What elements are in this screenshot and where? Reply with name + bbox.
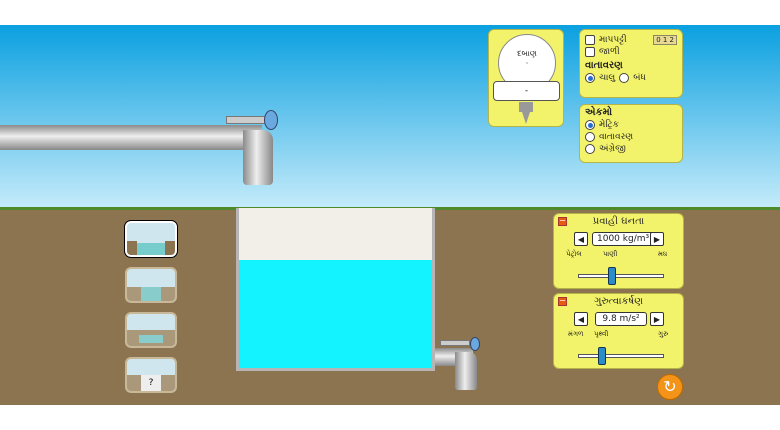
atmosphere-on-label: ચાલુ <box>599 73 616 83</box>
mystery-mark: ? <box>141 375 161 391</box>
density-value: 1000 kg/m³ <box>592 232 655 246</box>
scene-square-pool[interactable] <box>125 221 177 257</box>
gauge-label: દબાણ <box>517 49 537 58</box>
density-min-label: પેટ્રોલ <box>566 250 582 258</box>
options-panel: માપપટ્ટી 0 1 2 જાળી વાતાવરણ ચાલુ બંધ <box>579 29 683 98</box>
pressure-gauge-toolbox[interactable]: દબાણ· - <box>488 29 564 127</box>
output-valve-handle[interactable] <box>440 340 470 346</box>
input-pipe-elbow <box>243 130 273 185</box>
gravity-max-label: ગુરુ <box>658 330 669 338</box>
grid-label: જાળી <box>599 47 620 57</box>
gravity-panel: − ગુરુત્વાકર્ષણ ◀ 9.8 m/s² ▶ મંગળ પૃથ્વી… <box>553 293 684 369</box>
units-english-label: અંગ્રેજી <box>599 144 626 154</box>
gauge-readout: - <box>493 81 560 101</box>
units-metric-label: મેટ્રિક <box>599 120 619 130</box>
scene-chamber-pool[interactable] <box>125 312 177 348</box>
collapse-density-button[interactable]: − <box>558 216 567 226</box>
density-slider-thumb[interactable] <box>608 267 616 285</box>
gravity-mid-label: પૃથ્વી <box>594 330 609 338</box>
gravity-title: ગુરુત્વાકર્ષણ <box>594 296 643 307</box>
ruler-checkbox[interactable] <box>585 35 595 45</box>
units-panel: એકમો મેટ્રિક વાતાવરણ અંગ્રેજી <box>579 104 683 163</box>
gauge-probe-tip <box>522 112 530 124</box>
density-decrease-button[interactable]: ◀ <box>574 232 588 246</box>
units-header: એકમો <box>585 107 613 118</box>
units-atmospheres-label: વાતાવરણ <box>599 132 634 142</box>
gravity-increase-button[interactable]: ▶ <box>650 312 664 326</box>
ruler-label: માપપટ્ટી <box>599 35 627 45</box>
collapse-gravity-button[interactable]: − <box>558 296 567 306</box>
density-title: પ્રવાહી ઘનતા <box>592 216 645 227</box>
atmosphere-off-label: બંધ <box>633 73 646 83</box>
units-english-radio[interactable] <box>585 144 595 154</box>
ruler-icon: 0 1 2 <box>653 35 677 45</box>
gauge-probe <box>519 102 533 112</box>
grid-checkbox[interactable] <box>585 47 595 57</box>
units-metric-radio[interactable] <box>585 120 595 130</box>
gravity-slider-track[interactable] <box>578 354 664 358</box>
atmosphere-on-radio[interactable] <box>585 73 595 83</box>
reset-all-button[interactable]: ↻ <box>657 374 683 400</box>
atmosphere-off-radio[interactable] <box>619 73 630 83</box>
input-pipe <box>0 125 262 150</box>
density-max-label: મધ <box>658 250 668 258</box>
input-valve-handle[interactable] <box>226 116 266 124</box>
output-pipe-elbow <box>455 352 477 390</box>
fluid-density-panel: − પ્રવાહી ઘનતા ◀ 1000 kg/m³ ▶ પેટ્રોલ પા… <box>553 213 684 289</box>
atmosphere-header: વાતાવરણ <box>585 60 623 71</box>
density-increase-button[interactable]: ▶ <box>650 232 664 246</box>
units-atmospheres-radio[interactable] <box>585 132 595 142</box>
density-slider-track[interactable] <box>578 274 664 278</box>
gravity-min-label: મંગળ <box>568 330 584 338</box>
density-mid-label: પાણી <box>603 250 618 258</box>
scene-trapezoid-pool[interactable] <box>125 267 177 303</box>
input-valve-knob-icon[interactable] <box>264 110 278 130</box>
water <box>239 260 432 368</box>
pool <box>236 208 435 371</box>
gravity-slider-thumb[interactable] <box>598 347 606 365</box>
gravity-value: 9.8 m/s² <box>595 312 647 326</box>
gravity-decrease-button[interactable]: ◀ <box>574 312 588 326</box>
reset-icon: ↻ <box>663 377 677 396</box>
output-valve-knob-icon[interactable] <box>470 337 480 351</box>
scene-mystery-pool[interactable]: ? <box>125 357 177 393</box>
